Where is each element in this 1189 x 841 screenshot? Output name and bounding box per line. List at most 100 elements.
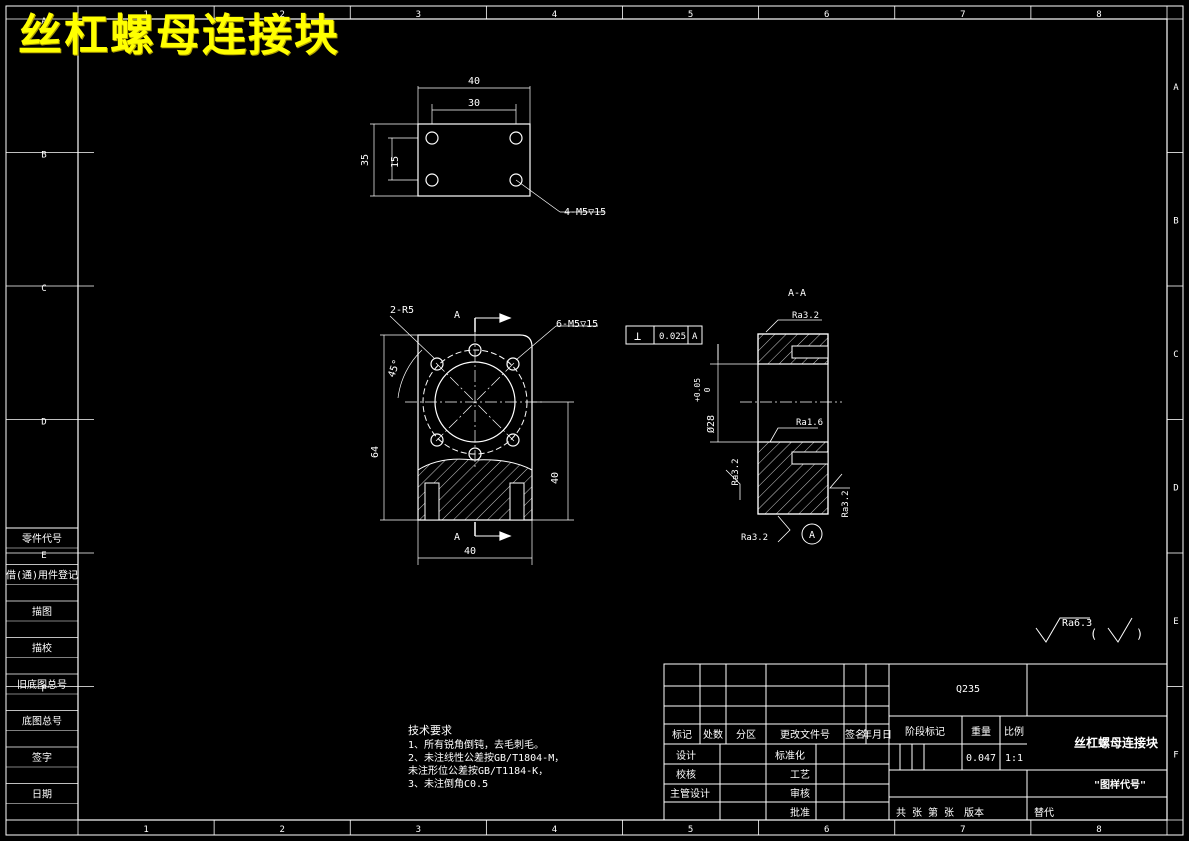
dim-width: 40 [464, 546, 476, 557]
left-strip-label: 零件代号 [22, 533, 62, 545]
tech-req-heading: 技术要求 [408, 724, 452, 737]
stage-label: 阶段标记 [905, 725, 945, 738]
top-hole-callout: 4-M5▽15 [564, 207, 606, 218]
label-check: 校核 [676, 768, 696, 781]
left-strip-label: 描图 [32, 605, 52, 618]
tech-req-lines: 1、所有锐角倒钝，去毛刺毛。2、未注线性公差按GB/T1804-M，未注形位公差… [408, 738, 564, 790]
tech-req-line: 3、未注倒角C0.5 [408, 777, 488, 790]
tolerance-symbol: ⊥ [634, 329, 641, 343]
title-block [663, 663, 1168, 821]
label-design: 设计 [676, 749, 696, 762]
front-view [380, 313, 598, 565]
left-strip-label: 借(通)用件登记 [6, 569, 78, 582]
header-cell: 标记 [672, 729, 692, 741]
left-strip-label: 日期 [32, 789, 52, 801]
row-marker: B [41, 150, 46, 160]
column-marker: 6 [824, 825, 829, 835]
dim-height: 64 [370, 446, 381, 458]
front-hatch [417, 458, 533, 521]
column-marker: 5 [688, 10, 693, 20]
front-hole [506, 357, 520, 371]
drawing-title: 丝杠螺母连接块 [18, 10, 340, 61]
row-zone-markers: A A B B C C D D E E F F [6, 17, 1183, 760]
section-label-top: A [454, 310, 460, 321]
row-marker: B [1173, 216, 1178, 226]
dim-outer-height: 35 [360, 154, 371, 166]
row-marker: C [1173, 350, 1178, 360]
row-marker: D [1173, 483, 1178, 493]
top-hole [509, 131, 523, 145]
header-cell: 处数 [703, 728, 723, 741]
header-cell: 签名 [845, 728, 865, 741]
column-marker: 2 [279, 825, 284, 835]
tech-req-line: 未注形位公差按GB/T1184-K， [408, 764, 548, 777]
section-label-bottom: A [454, 532, 460, 543]
row-marker: F [41, 684, 46, 694]
row-marker: A [1173, 83, 1179, 93]
row-marker: A [41, 17, 47, 27]
inner-border [77, 18, 1168, 821]
column-marker: 2 [279, 10, 284, 20]
datum-marker-circle [801, 523, 823, 545]
column-marker: 5 [688, 825, 693, 835]
row-marker: C [41, 284, 46, 294]
surface-note-paren-open: ( [1090, 627, 1097, 641]
bore-tol-upper: +0.05 [693, 378, 702, 402]
angle-dim: 45° [386, 358, 403, 379]
column-marker: 4 [552, 10, 557, 20]
dim-lower: 40 [550, 472, 561, 484]
column-marker: 1 [143, 825, 148, 835]
label-review: 审核 [790, 787, 810, 800]
rough-left: Ra3.2 [731, 458, 741, 485]
bore-dim: Ø28 [705, 415, 717, 433]
top-view-outline [417, 123, 531, 197]
tech-req-line: 1、所有锐角倒钝，去毛刺毛。 [408, 738, 544, 751]
label-standard: 标准化 [775, 749, 805, 762]
weight-value: 0.047 [966, 753, 996, 764]
rough-bottom: Ra3.2 [741, 533, 768, 543]
section-title: A-A [788, 288, 806, 299]
section-view [625, 319, 850, 545]
header-cell: 年月日 [862, 728, 892, 741]
front-hole [430, 433, 444, 447]
material: Q235 [956, 684, 980, 695]
top-hole [425, 131, 439, 145]
column-marker: 1 [143, 10, 148, 20]
row-marker: D [41, 417, 46, 427]
dim-outer-width: 40 [468, 76, 480, 87]
column-marker: 8 [1096, 10, 1101, 20]
column-marker: 3 [416, 10, 421, 20]
row-marker: E [41, 551, 46, 561]
surface-note-value: Ra6.3 [1062, 618, 1092, 629]
scale-label: 比例 [1004, 725, 1024, 738]
column-marker: 7 [960, 10, 965, 20]
top-hole [425, 173, 439, 187]
surface-note-symbols [1035, 617, 1133, 643]
drawing-code: "图样代号" [1094, 778, 1146, 791]
row-marker: F [1173, 750, 1178, 760]
label-version: 版本 [964, 806, 984, 819]
label-replace: 替代 [1034, 806, 1054, 819]
front-hole [468, 343, 482, 357]
front-hole [506, 433, 520, 447]
row-marker: E [1173, 617, 1178, 627]
label-sheets: 共 张 第 张 [896, 806, 954, 819]
dim-hole-spacing-y: 15 [390, 156, 401, 168]
dim-hole-spacing-x: 30 [468, 98, 480, 109]
tech-req-line: 2、未注线性公差按GB/T1804-M， [408, 751, 564, 764]
front-hole-callout: 6-M5▽15 [556, 319, 598, 330]
rough-bore: Ra1.6 [796, 418, 823, 428]
left-strip-label: 描校 [32, 642, 52, 655]
label-chief: 主管设计 [670, 787, 710, 800]
radius-callout: 2-R5 [390, 305, 414, 316]
header-cell: 分区 [736, 729, 756, 741]
tolerance-value: 0.025 [659, 332, 686, 342]
label-approve: 批准 [790, 806, 810, 819]
column-marker: 7 [960, 825, 965, 835]
left-strip-label: 底图总号 [22, 715, 62, 728]
column-marker: 8 [1096, 825, 1101, 835]
tolerance-frame [625, 325, 703, 345]
label-process: 工艺 [790, 769, 810, 781]
